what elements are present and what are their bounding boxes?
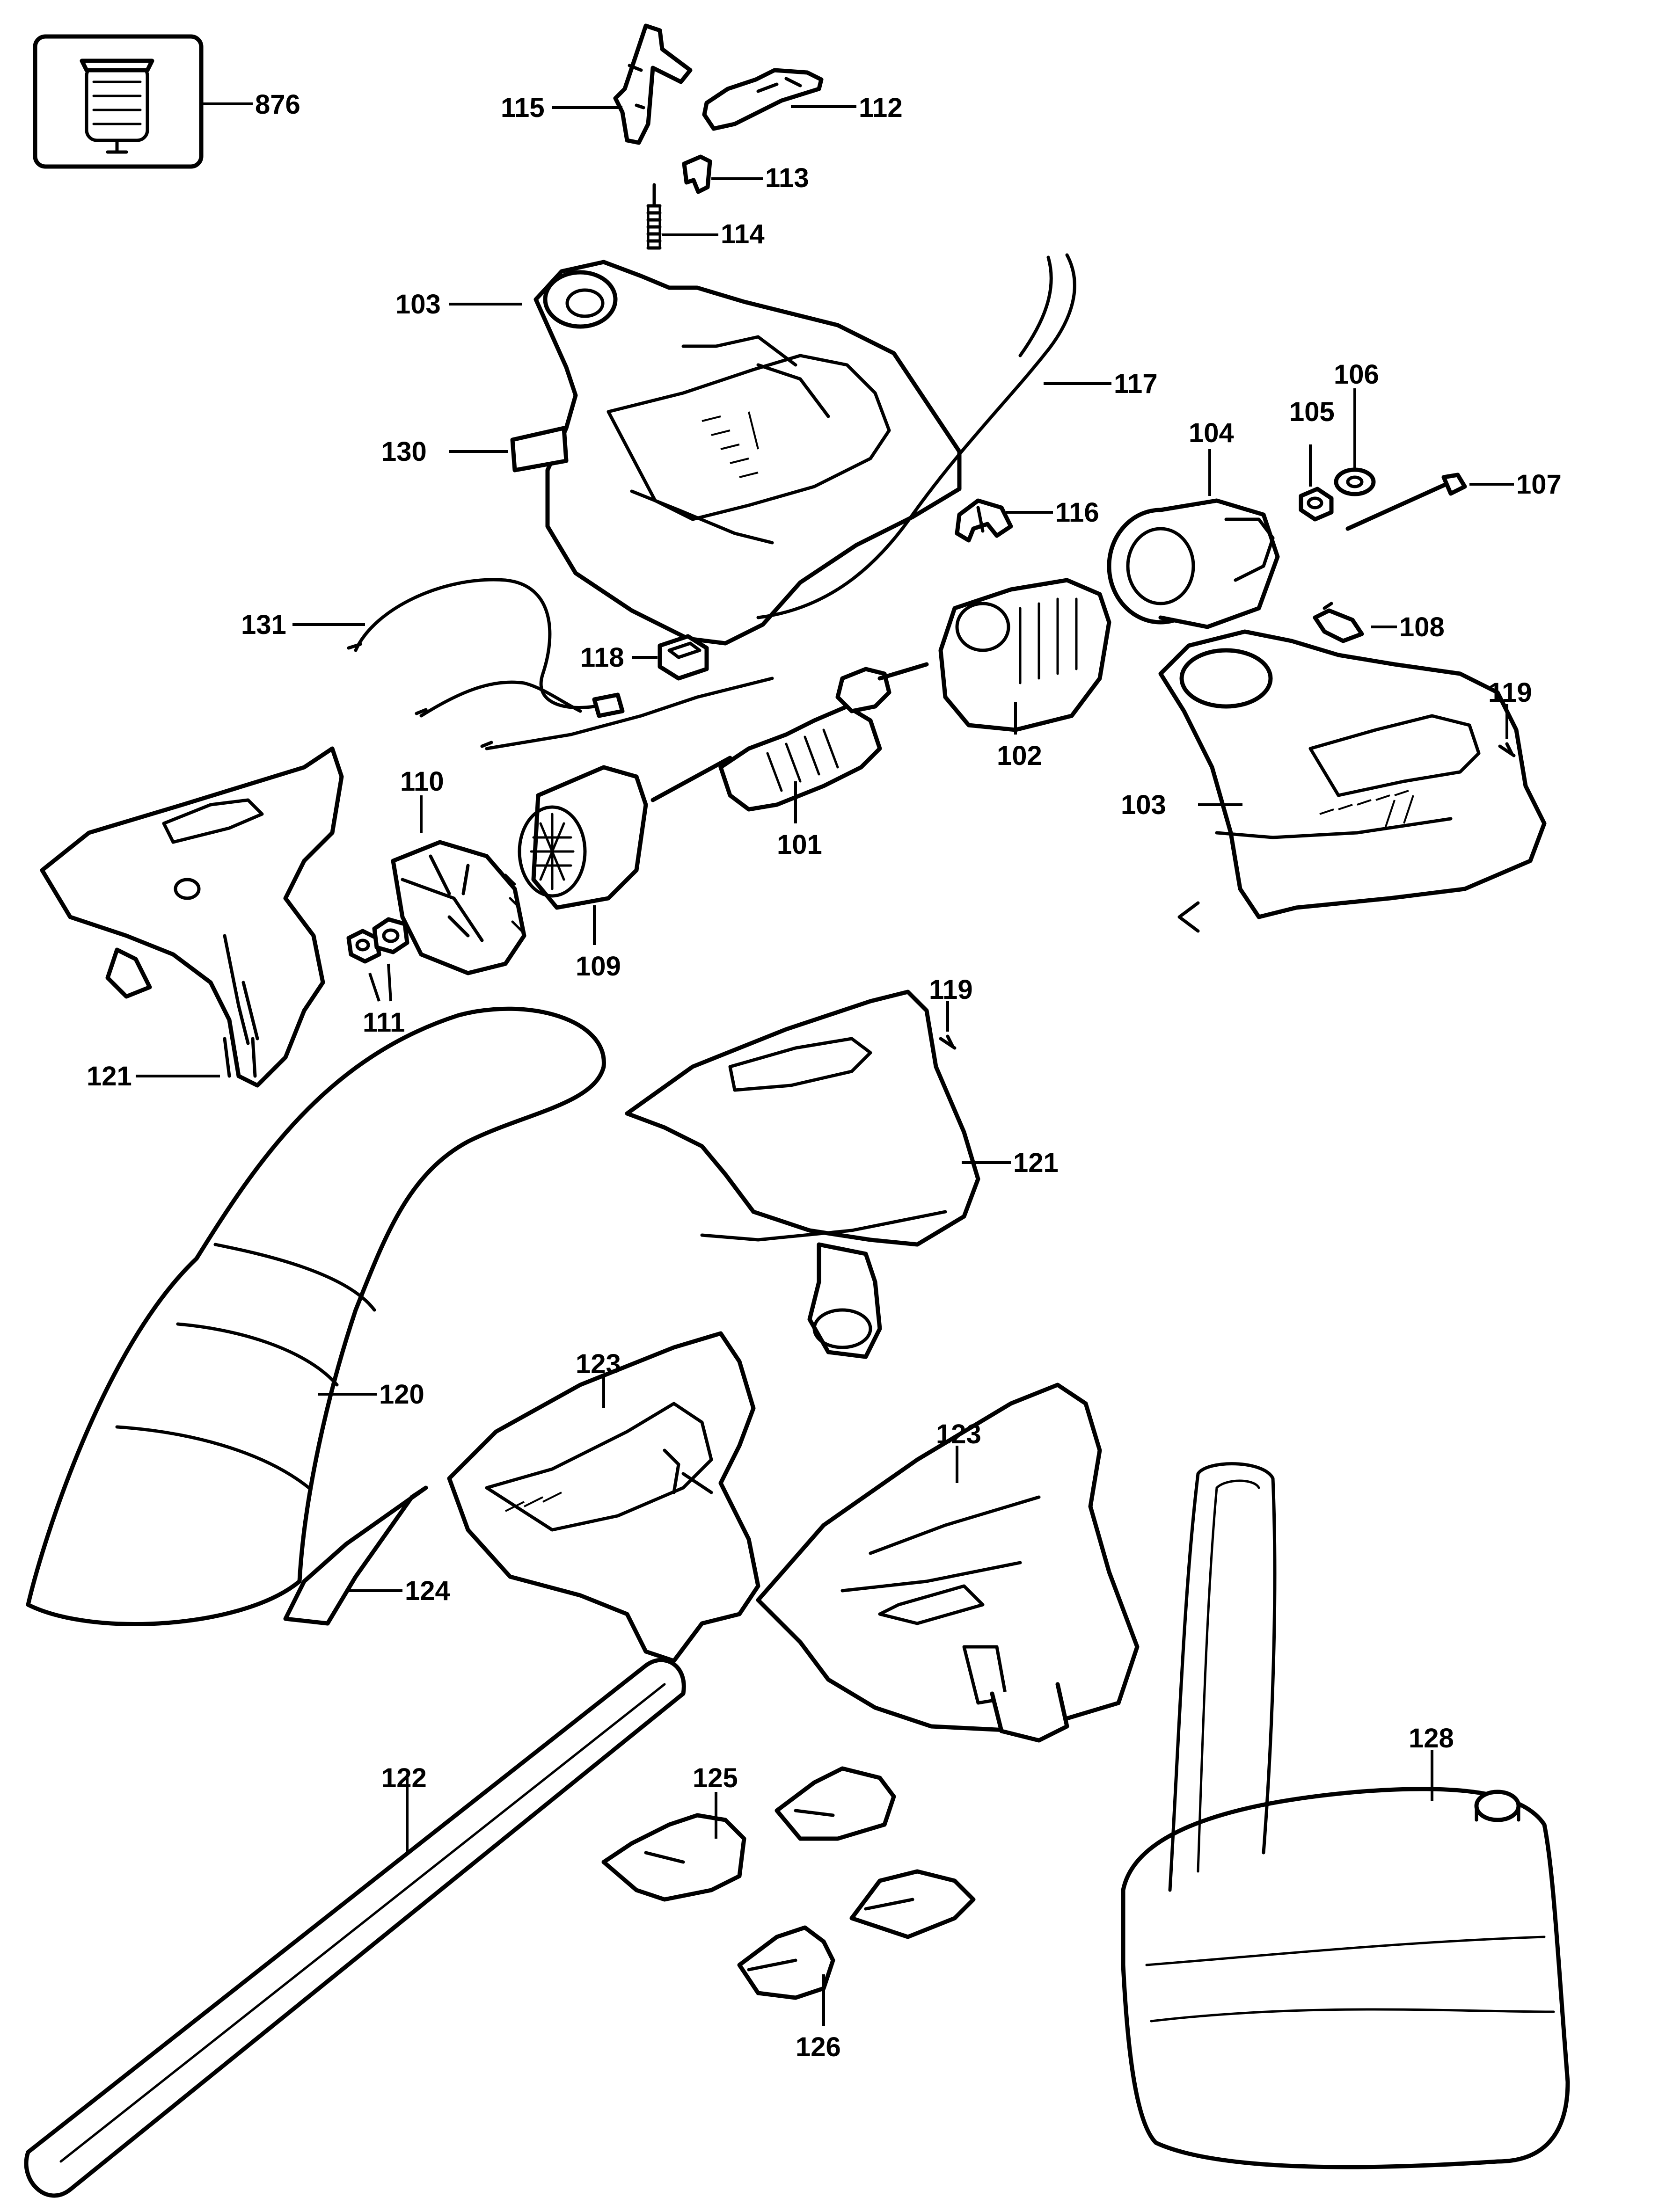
label-109: 109 [576, 951, 621, 982]
label-112: 112 [859, 93, 903, 123]
part-118-switch[interactable] [632, 634, 709, 681]
part-109-fan[interactable] [518, 765, 648, 945]
label-103-right: 103 [1121, 790, 1166, 820]
label-101: 101 [777, 830, 822, 860]
label-120: 120 [379, 1379, 424, 1410]
label-117: 117 [1114, 369, 1158, 399]
label-121-left: 121 [87, 1061, 132, 1091]
part-122-extension-tube[interactable] [24, 1658, 686, 2198]
label-122: 122 [381, 1763, 427, 1793]
part-119-screw-lower[interactable] [939, 1001, 957, 1050]
part-number-labels: 876 115 112 113 114 103 117 106 105 104 … [87, 89, 1562, 2062]
part-131-wiring-harness[interactable] [292, 578, 774, 750]
label-105: 105 [1289, 397, 1335, 427]
part-124-label[interactable] [283, 1485, 428, 1626]
label-104: 104 [1189, 418, 1234, 448]
part-123-collection-casing-right[interactable] [756, 1382, 1140, 1743]
label-103-top: 103 [395, 289, 441, 320]
label-107: 107 [1516, 469, 1562, 500]
label-106: 106 [1334, 359, 1379, 390]
label-128: 128 [1409, 1723, 1454, 1754]
part-115-switch-lever[interactable] [552, 23, 693, 145]
label-111: 111 [363, 1007, 405, 1038]
label-876: 876 [255, 89, 300, 120]
label-108: 108 [1399, 612, 1445, 642]
part-121-blower-tube-left[interactable] [40, 746, 344, 1088]
part-103-housing-right-half[interactable] [1158, 629, 1547, 933]
label-110: 110 [400, 766, 444, 797]
part-110-impeller[interactable] [391, 795, 526, 975]
part-130-label[interactable] [449, 426, 569, 473]
part-104-fan-housing[interactable] [1107, 449, 1280, 629]
label-118: 118 [580, 642, 624, 673]
part-111-nuts[interactable] [346, 917, 409, 1002]
part-102-field-coil[interactable] [938, 578, 1111, 735]
label-123-left: 123 [576, 1349, 621, 1379]
part-125-latch-cover[interactable] [601, 1766, 896, 1902]
part-107-bolt[interactable] [1345, 473, 1514, 531]
part-101-armature[interactable] [650, 662, 929, 823]
part-112-lock-plate[interactable] [702, 68, 856, 131]
label-126: 126 [796, 2032, 841, 2062]
part-106-washer[interactable] [1334, 388, 1376, 496]
part-114-spring[interactable] [646, 183, 718, 250]
label-124: 124 [405, 1576, 450, 1606]
part-116-cable-clamp[interactable] [955, 498, 1053, 543]
part-120-blower-tube[interactable] [26, 1006, 606, 1626]
motor-unit-thumbnail [80, 58, 154, 154]
label-114: 114 [721, 219, 765, 249]
label-113: 113 [765, 163, 809, 193]
part-126-latch[interactable] [737, 1869, 976, 2026]
label-102: 102 [997, 741, 1042, 771]
label-131: 131 [241, 610, 286, 640]
part-117-cable[interactable] [756, 253, 1111, 619]
label-130: 130 [381, 437, 427, 467]
part-108-brush-holder[interactable] [1313, 602, 1397, 643]
part-119-screw-upper[interactable] [1498, 704, 1516, 757]
inset-motor-876[interactable] [33, 34, 253, 169]
label-116: 116 [1055, 497, 1099, 528]
label-119-upper: 119 [1488, 677, 1532, 708]
label-119-lower: 119 [929, 975, 973, 1005]
part-113-clip[interactable] [682, 154, 763, 194]
label-115: 115 [501, 93, 545, 123]
label-125: 125 [693, 1763, 738, 1793]
part-105-nut[interactable] [1299, 444, 1334, 522]
label-121-right: 121 [1013, 1148, 1059, 1178]
part-121-blower-tube-right[interactable] [625, 990, 1011, 1359]
part-123-collection-casing-left[interactable] [447, 1331, 760, 1663]
part-128-collection-bag[interactable] [1121, 1462, 1570, 2169]
label-123-right: 123 [936, 1419, 981, 1449]
